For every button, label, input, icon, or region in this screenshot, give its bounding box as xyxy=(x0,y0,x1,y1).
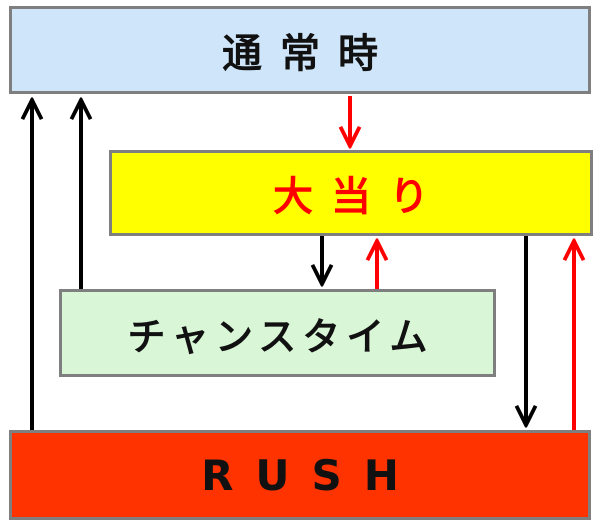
state-label-chance-time: チャンスタイム xyxy=(127,314,434,359)
state-label-normal: 通常時 xyxy=(222,31,396,77)
state-box-rush: RUSH xyxy=(9,430,591,520)
state-box-chance-time: チャンスタイム xyxy=(59,289,496,377)
state-box-normal: 通常時 xyxy=(9,6,591,94)
state-label-rush: RUSH xyxy=(201,450,421,500)
state-label-hit: 大当り xyxy=(273,174,447,220)
state-box-hit: 大当り xyxy=(109,150,593,236)
